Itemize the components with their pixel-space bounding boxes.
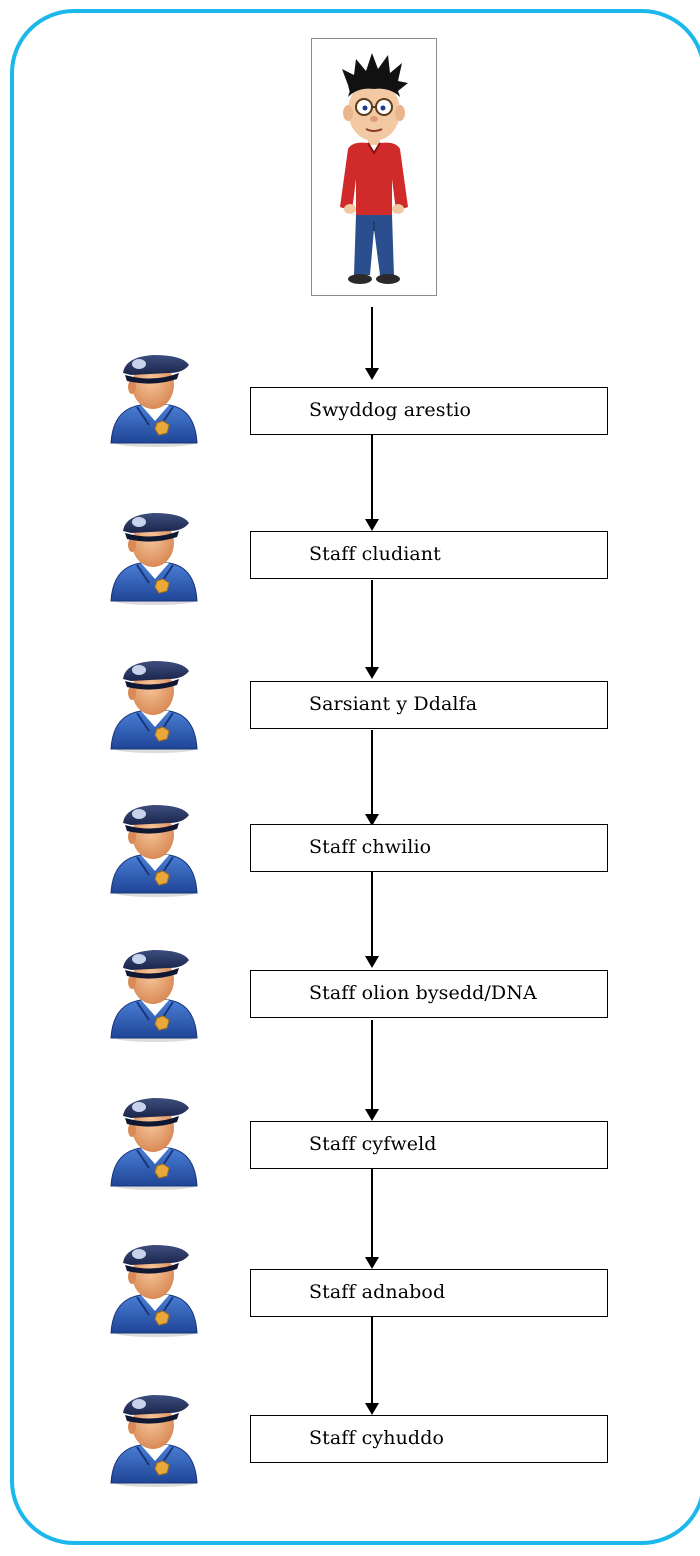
diagram-frame [10,9,700,1545]
flow-arrow [365,1020,379,1121]
stage-box-search-staff: Staff chwilio [250,824,608,872]
stage-label: Swyddog arestio [309,399,472,421]
stage-box-transport-staff: Staff cludiant [250,531,608,579]
flow-arrow [365,580,379,679]
stage-box-charging-staff: Staff cyhuddo [250,1415,608,1463]
police-officer-icon [103,653,201,753]
police-officer-icon [103,505,201,605]
stage-label: Sarsiant y Ddalfa [309,693,478,715]
police-officer-icon [103,1090,201,1190]
stage-label: Staff adnabod [309,1281,446,1303]
stage-label: Staff cludiant [309,543,441,565]
stage-label: Staff olion bysedd/DNA [309,982,537,1004]
police-officer-icon [103,1387,201,1487]
stage-box-arresting-officer: Swyddog arestio [250,387,608,435]
stage-label: Staff cyhuddo [309,1427,444,1449]
police-officer-icon [103,797,201,897]
flow-arrow [365,872,379,968]
detainee-image [311,38,437,296]
stage-label: Staff chwilio [309,836,432,858]
police-officer-icon [103,347,201,447]
stage-box-fingerprint-dna-staff: Staff olion bysedd/DNA [250,970,608,1018]
stage-box-custody-sergeant: Sarsiant y Ddalfa [250,681,608,729]
flow-arrow [365,435,379,531]
cartoon-boy-icon [340,53,408,284]
police-officer-icon [103,942,201,1042]
flow-arrow [365,1314,379,1415]
flow-arrow [365,307,379,380]
police-officer-icon [103,1237,201,1337]
stage-label: Staff cyfweld [309,1133,437,1155]
stage-box-interview-staff: Staff cyfweld [250,1121,608,1169]
flow-arrow [365,1168,379,1269]
flow-arrow [365,730,379,826]
stage-box-identification-staff: Staff adnabod [250,1269,608,1317]
